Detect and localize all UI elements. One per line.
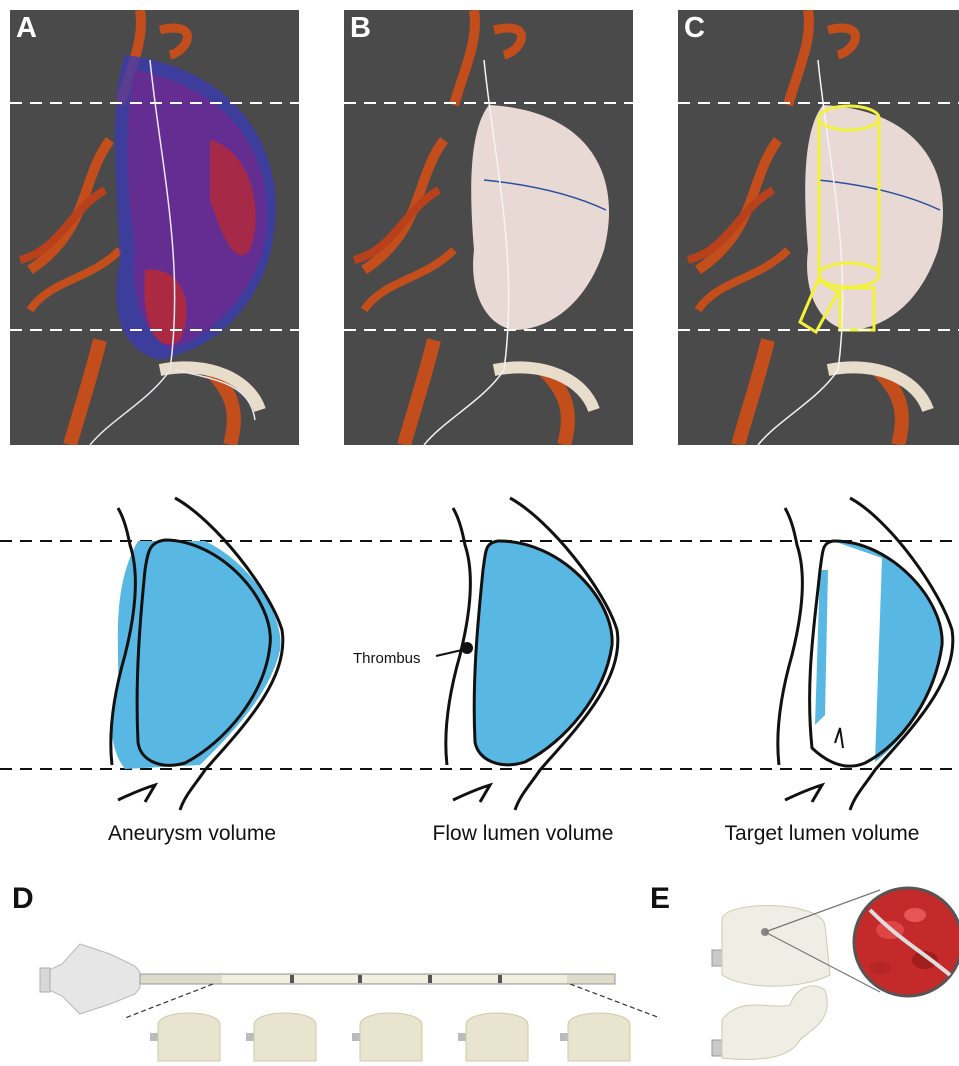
panel-label-a: A xyxy=(16,14,37,43)
panel-a-render xyxy=(10,10,299,445)
flow-lumen-volume-schematic xyxy=(436,498,618,810)
device-illustrations xyxy=(0,880,959,1066)
panel-b: B xyxy=(344,10,633,445)
panel-b-render xyxy=(344,10,633,445)
panel-label-c: C xyxy=(684,14,705,43)
target-lumen-volume-schematic xyxy=(778,498,953,810)
implant-row-image xyxy=(150,1013,630,1061)
delivery-catheter-image xyxy=(40,944,660,1018)
panel-c-render xyxy=(678,10,959,445)
volume-schematics xyxy=(0,480,959,820)
caption-flow-lumen-volume: Flow lumen volume xyxy=(393,822,653,846)
panel-a: A xyxy=(10,10,299,445)
caption-aneurysm-volume: Aneurysm volume xyxy=(62,822,322,846)
thrombus-label: Thrombus xyxy=(353,650,421,667)
panel-c: C xyxy=(678,10,959,445)
panel-label-b: B xyxy=(350,14,371,43)
caption-target-lumen-volume: Target lumen volume xyxy=(692,822,952,846)
implant-detail-image xyxy=(712,888,959,1059)
aneurysm-volume-schematic xyxy=(111,498,283,810)
thrombus-dot xyxy=(461,642,473,654)
